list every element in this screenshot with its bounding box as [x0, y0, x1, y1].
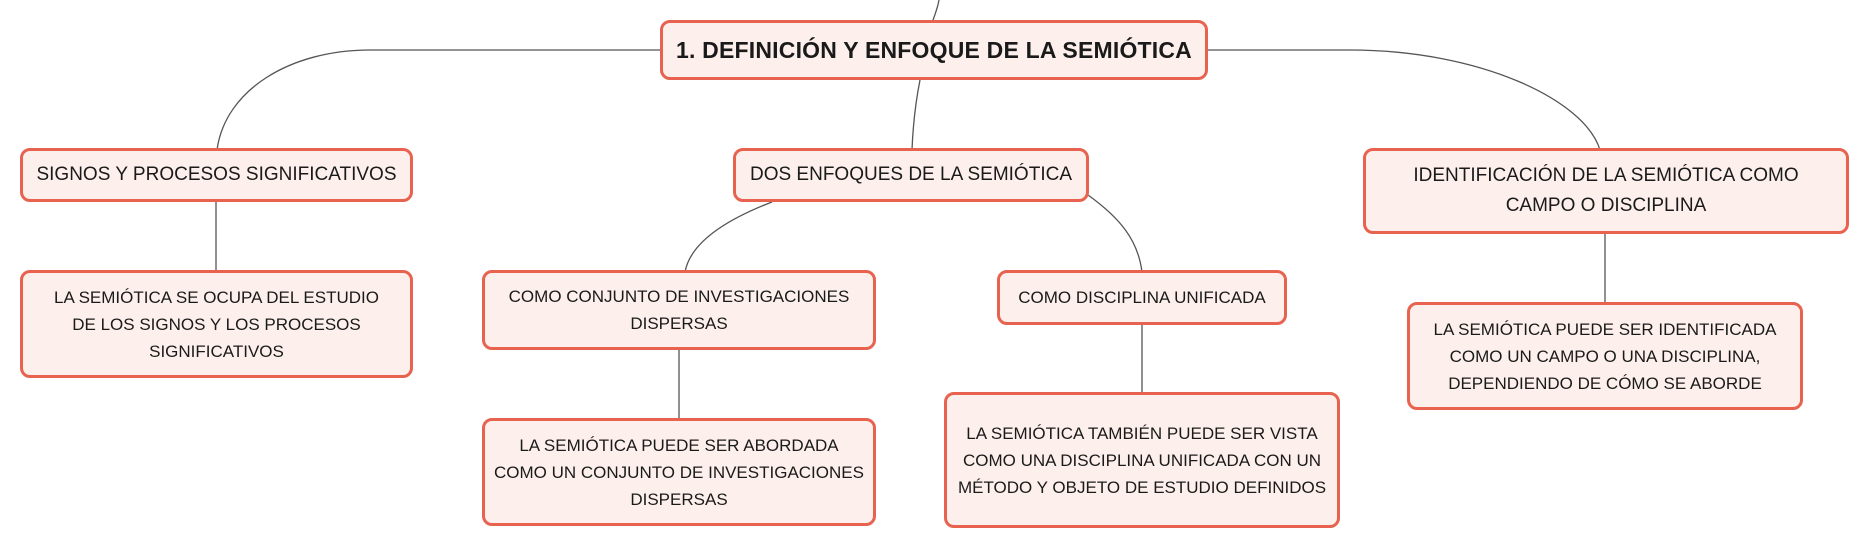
connector-enfoques-conjunto: [684, 201, 773, 273]
detail-identificacion-text: LA SEMIÓTICA PUEDE SER IDENTIFICADA COMO…: [1433, 319, 1777, 393]
root-node[interactable]: 1. DEFINICIÓN Y ENFOQUE DE LA SEMIÓTICA: [660, 20, 1208, 80]
topic-identificacion-label: IDENTIFICACIÓN DE LA SEMIÓTICA COMO CAMP…: [1413, 165, 1799, 216]
subtopic-unificada-label: COMO DISCIPLINA UNIFICADA: [1018, 288, 1266, 307]
detail-unificada[interactable]: LA SEMIÓTICA TAMBIÉN PUEDE SER VISTA COM…: [944, 392, 1340, 528]
subtopic-conjunto-label: COMO CONJUNTO DE INVESTIGACIONES DISPERS…: [508, 287, 850, 333]
topic-identificacion[interactable]: IDENTIFICACIÓN DE LA SEMIÓTICA COMO CAMP…: [1363, 148, 1849, 234]
detail-identificacion[interactable]: LA SEMIÓTICA PUEDE SER IDENTIFICADA COMO…: [1407, 302, 1803, 410]
topic-enfoques-label: DOS ENFOQUES DE LA SEMIÓTICA: [749, 164, 1072, 185]
subtopic-conjunto[interactable]: COMO CONJUNTO DE INVESTIGACIONES DISPERS…: [482, 270, 876, 350]
connector-root-enfoques: [911, 79, 921, 151]
detail-signos[interactable]: LA SEMIÓTICA SE OCUPA DEL ESTUDIO DE LOS…: [20, 270, 413, 378]
connector-root-parent: [932, 0, 940, 21]
connector-root-signos: [216, 49, 660, 151]
connector-root-identificacion: [1206, 49, 1601, 151]
connector-enfoques-unificada: [1087, 194, 1143, 273]
detail-unificada-text: LA SEMIÓTICA TAMBIÉN PUEDE SER VISTA COM…: [957, 423, 1327, 497]
topic-signos[interactable]: SIGNOS Y PROCESOS SIGNIFICATIVOS: [20, 148, 413, 202]
detail-conjunto-text: LA SEMIÓTICA PUEDE SER ABORDADA COMO UN …: [494, 435, 864, 509]
detail-conjunto[interactable]: LA SEMIÓTICA PUEDE SER ABORDADA COMO UN …: [482, 418, 876, 526]
root-node-label: 1. DEFINICIÓN Y ENFOQUE DE LA SEMIÓTICA: [676, 36, 1192, 63]
topic-signos-label: SIGNOS Y PROCESOS SIGNIFICATIVOS: [36, 164, 397, 185]
detail-signos-text: LA SEMIÓTICA SE OCUPA DEL ESTUDIO DE LOS…: [54, 287, 379, 361]
topic-enfoques[interactable]: DOS ENFOQUES DE LA SEMIÓTICA: [733, 148, 1089, 202]
subtopic-unificada[interactable]: COMO DISCIPLINA UNIFICADA: [997, 270, 1287, 325]
